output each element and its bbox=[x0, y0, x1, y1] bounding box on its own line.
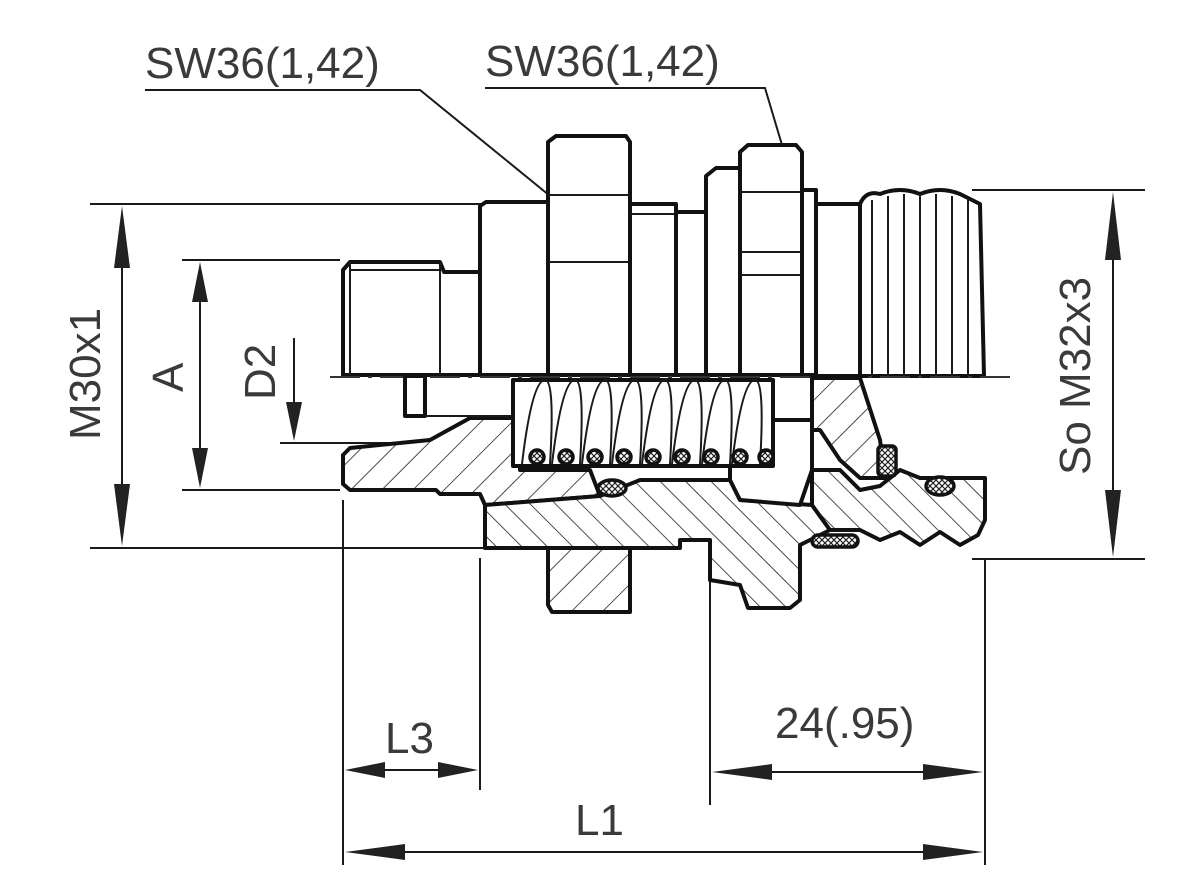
thread-m32-label: So M32x3 bbox=[1051, 277, 1100, 475]
dimension-24-label: 24(.95) bbox=[775, 699, 914, 748]
dimension-l1 bbox=[345, 844, 983, 860]
dimension-d2 bbox=[286, 338, 302, 441]
left-hex-nut bbox=[478, 134, 708, 377]
thread-m30-label: M30x1 bbox=[61, 308, 110, 440]
dimension-d2-label: D2 bbox=[236, 344, 285, 400]
dimension-m30 bbox=[114, 206, 130, 546]
wrench-size-left-label: SW36(1,42) bbox=[145, 39, 380, 88]
right-thread-upper bbox=[814, 188, 986, 378]
dimension-a bbox=[192, 262, 208, 488]
dimension-l3 bbox=[345, 762, 478, 778]
wrench-size-right-label: SW36(1,42) bbox=[485, 37, 720, 86]
dimension-l3-label: L3 bbox=[385, 714, 434, 763]
left-stud bbox=[341, 260, 482, 377]
dimension-m32 bbox=[1105, 192, 1121, 557]
spring bbox=[511, 378, 775, 468]
extension-lines bbox=[90, 189, 1145, 865]
dimension-l1-label: L1 bbox=[575, 796, 624, 845]
dimension-24 bbox=[712, 764, 983, 780]
seals bbox=[596, 444, 956, 549]
leader-lines bbox=[145, 87, 786, 201]
dimension-a-label: A bbox=[144, 362, 193, 392]
right-hex-nut bbox=[704, 143, 818, 377]
